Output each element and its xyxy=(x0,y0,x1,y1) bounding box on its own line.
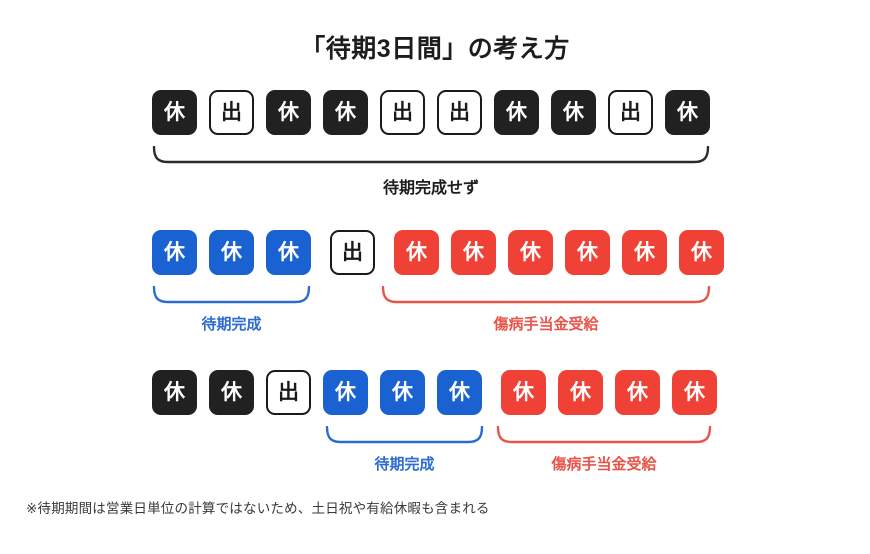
day-box-work[interactable]: 出 xyxy=(209,90,254,135)
day-box-rest[interactable]: 休 xyxy=(323,370,368,415)
day-box-rest[interactable]: 休 xyxy=(380,370,425,415)
day-box-rest[interactable]: 休 xyxy=(152,370,197,415)
bracket-row2-waiting-complete xyxy=(152,286,311,305)
day-box-rest[interactable]: 休 xyxy=(565,230,610,275)
day-box-rest[interactable]: 休 xyxy=(152,230,197,275)
day-box-rest[interactable]: 休 xyxy=(501,370,546,415)
day-box-rest[interactable]: 休 xyxy=(266,90,311,135)
day-box-rest[interactable]: 休 xyxy=(679,230,724,275)
bracket-label-row3-waiting: 待期完成 xyxy=(374,456,435,473)
row2-group-waiting-blue: 休 休 休 xyxy=(152,230,311,275)
bracket-row3-benefit xyxy=(496,426,712,445)
day-box-rest[interactable]: 休 xyxy=(551,90,596,135)
day-box-rest[interactable]: 休 xyxy=(209,230,254,275)
timeline-row-2: 休 休 休 出 休 休 休 休 休 休 xyxy=(152,230,724,275)
day-box-rest[interactable]: 休 xyxy=(622,230,667,275)
row2-group-work: 出 xyxy=(330,230,375,275)
day-box-rest[interactable]: 休 xyxy=(665,90,710,135)
day-box-work[interactable]: 出 xyxy=(437,90,482,135)
bracket-row2-benefit xyxy=(381,286,711,305)
day-box-rest[interactable]: 休 xyxy=(152,90,197,135)
row2-group-benefit-red: 休 休 休 休 休 休 xyxy=(394,230,724,275)
timeline-row-3: 休 休 出 休 休 休 休 休 休 休 xyxy=(152,370,717,415)
day-box-rest[interactable]: 休 xyxy=(394,230,439,275)
row3-group-dark: 休 休 出 xyxy=(152,370,311,415)
bracket-label-row1: 待期完成せず xyxy=(382,180,479,197)
day-box-work[interactable]: 出 xyxy=(330,230,375,275)
row1-group-all: 休 出 休 休 出 出 休 休 出 休 xyxy=(152,90,710,135)
day-box-rest[interactable]: 休 xyxy=(209,370,254,415)
day-box-rest[interactable]: 休 xyxy=(615,370,660,415)
day-box-rest[interactable]: 休 xyxy=(494,90,539,135)
day-box-rest[interactable]: 休 xyxy=(266,230,311,275)
bracket-label-row3-benefit: 傷病手当金受給 xyxy=(551,456,657,473)
bracket-label-row2-benefit: 傷病手当金受給 xyxy=(493,316,599,333)
row3-group-waiting-blue: 休 休 休 xyxy=(323,370,482,415)
day-box-rest[interactable]: 休 xyxy=(508,230,553,275)
page-title: 「待期3日間」の考え方 xyxy=(300,35,570,63)
day-box-rest[interactable]: 休 xyxy=(437,370,482,415)
bracket-label-row2-waiting: 待期完成 xyxy=(201,316,262,333)
day-box-rest[interactable]: 休 xyxy=(323,90,368,135)
day-box-rest[interactable]: 休 xyxy=(672,370,717,415)
timeline-row-1: 休 出 休 休 出 出 休 休 出 休 xyxy=(152,90,710,135)
day-box-work[interactable]: 出 xyxy=(608,90,653,135)
bracket-row1-incomplete xyxy=(152,146,710,165)
row3-group-benefit-red: 休 休 休 休 xyxy=(501,370,717,415)
footnote-text: ※待期期間は営業日単位の計算ではないため、土日祝や有給休暇も含まれる xyxy=(26,501,490,516)
bracket-row3-waiting-complete xyxy=(325,426,484,445)
day-box-rest[interactable]: 休 xyxy=(558,370,603,415)
day-box-work[interactable]: 出 xyxy=(266,370,311,415)
day-box-work[interactable]: 出 xyxy=(380,90,425,135)
day-box-rest[interactable]: 休 xyxy=(451,230,496,275)
